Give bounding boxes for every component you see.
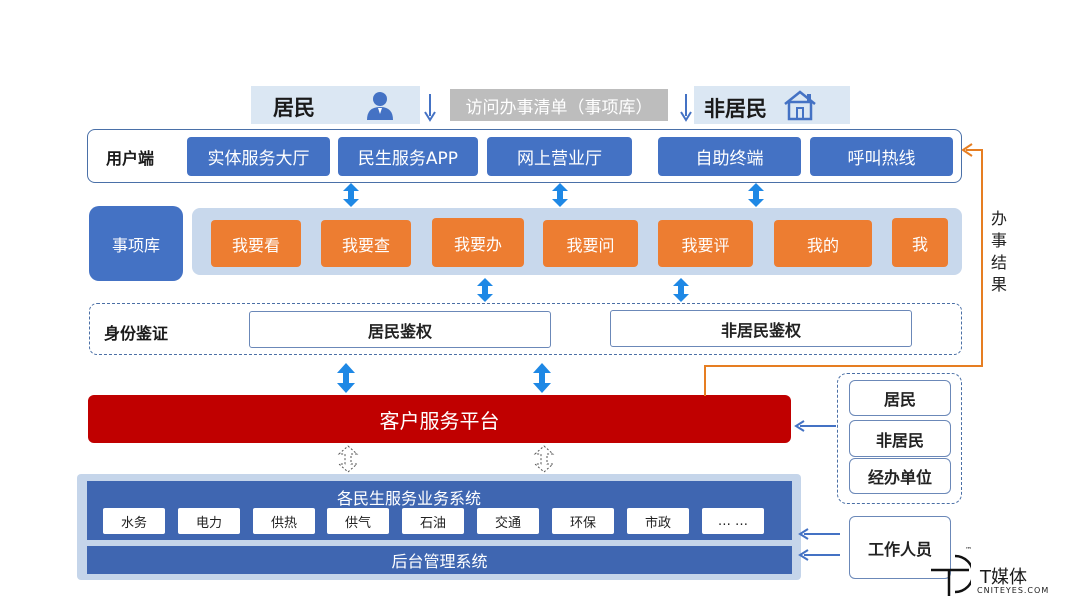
non-resident-tag: 非居民 bbox=[694, 86, 850, 124]
logo-url: CNITEYES.COM bbox=[977, 586, 1050, 595]
system-power: 电力 bbox=[178, 508, 240, 534]
side-non-resident-box: 非居民 bbox=[849, 420, 951, 457]
double-arrow-icon bbox=[337, 363, 355, 393]
identity-row: 身份鉴证 bbox=[89, 303, 962, 355]
channel-app-button[interactable]: 民生服务APP bbox=[338, 137, 478, 176]
system-municipal: 市政 bbox=[627, 508, 689, 534]
system-transport: 交通 bbox=[477, 508, 539, 534]
channel-kiosk-button[interactable]: 自助终端 bbox=[658, 137, 801, 176]
staff-box: 工作人员 bbox=[849, 516, 951, 579]
channel-hotline-button[interactable]: 呼叫热线 bbox=[810, 137, 953, 176]
item-view-button[interactable]: 我要看 bbox=[211, 220, 301, 267]
side-agency-box: 经办单位 bbox=[849, 458, 951, 494]
double-arrow-icon bbox=[533, 363, 551, 393]
item-query-button[interactable]: 我要查 bbox=[321, 220, 411, 267]
left-arrow-icon bbox=[798, 549, 840, 561]
house-icon bbox=[784, 90, 816, 121]
item-ask-button[interactable]: 我要问 bbox=[543, 220, 638, 267]
visit-list-banner: 访问办事清单（事项库） bbox=[450, 89, 668, 121]
system-oil: 石油 bbox=[402, 508, 464, 534]
double-arrow-icon bbox=[343, 183, 359, 207]
resident-auth-box: 居民鉴权 bbox=[249, 311, 551, 348]
business-systems-title: 各民生服务业务系统 bbox=[337, 489, 482, 508]
identity-label: 身份鉴证 bbox=[104, 324, 169, 343]
customer-service-platform: 客户服务平台 bbox=[88, 395, 791, 443]
backend-management-system: 后台管理系统 bbox=[87, 546, 792, 574]
item-review-button[interactable]: 我要评 bbox=[658, 220, 753, 267]
double-arrow-icon bbox=[673, 278, 689, 302]
channel-hall-button[interactable]: 实体服务大厅 bbox=[187, 137, 330, 176]
down-arrow-icon bbox=[424, 94, 436, 122]
item-library-label: 事项库 bbox=[89, 206, 183, 281]
double-arrow-icon bbox=[477, 278, 493, 302]
user-end-label: 用户端 bbox=[106, 149, 155, 168]
item-mine-button[interactable]: 我的 bbox=[774, 220, 872, 267]
item-me-button[interactable]: 我 bbox=[892, 218, 948, 267]
side-resident-box: 居民 bbox=[849, 380, 951, 416]
result-label: 办事结果 bbox=[990, 209, 1007, 294]
dashed-double-arrow-icon bbox=[533, 445, 555, 473]
person-icon bbox=[367, 92, 393, 120]
system-heating: 供热 bbox=[253, 508, 315, 534]
system-water: 水务 bbox=[103, 508, 165, 534]
result-feedback-line bbox=[704, 143, 983, 396]
double-arrow-icon bbox=[552, 183, 568, 207]
logo-tm: ™ bbox=[965, 546, 972, 554]
down-arrow-icon bbox=[680, 94, 692, 122]
left-arrow-icon bbox=[798, 528, 840, 540]
non-resident-auth-box: 非居民鉴权 bbox=[610, 310, 912, 347]
channel-online-hall-button[interactable]: 网上营业厅 bbox=[487, 137, 632, 176]
system-more: … … bbox=[702, 508, 764, 534]
item-handle-button[interactable]: 我要办 bbox=[432, 218, 524, 267]
logo-brand: T媒体 bbox=[980, 567, 1027, 588]
double-arrow-icon bbox=[748, 183, 764, 207]
cniteyes-logo-icon bbox=[931, 554, 971, 596]
dashed-double-arrow-icon bbox=[337, 445, 359, 473]
side-users-group bbox=[837, 373, 962, 504]
system-gas: 供气 bbox=[327, 508, 389, 534]
system-environment: 环保 bbox=[552, 508, 614, 534]
resident-tag: 居民 bbox=[251, 86, 420, 124]
left-arrow-icon bbox=[794, 420, 836, 432]
resident-label: 居民 bbox=[273, 96, 315, 120]
non-resident-label: 非居民 bbox=[704, 97, 767, 121]
